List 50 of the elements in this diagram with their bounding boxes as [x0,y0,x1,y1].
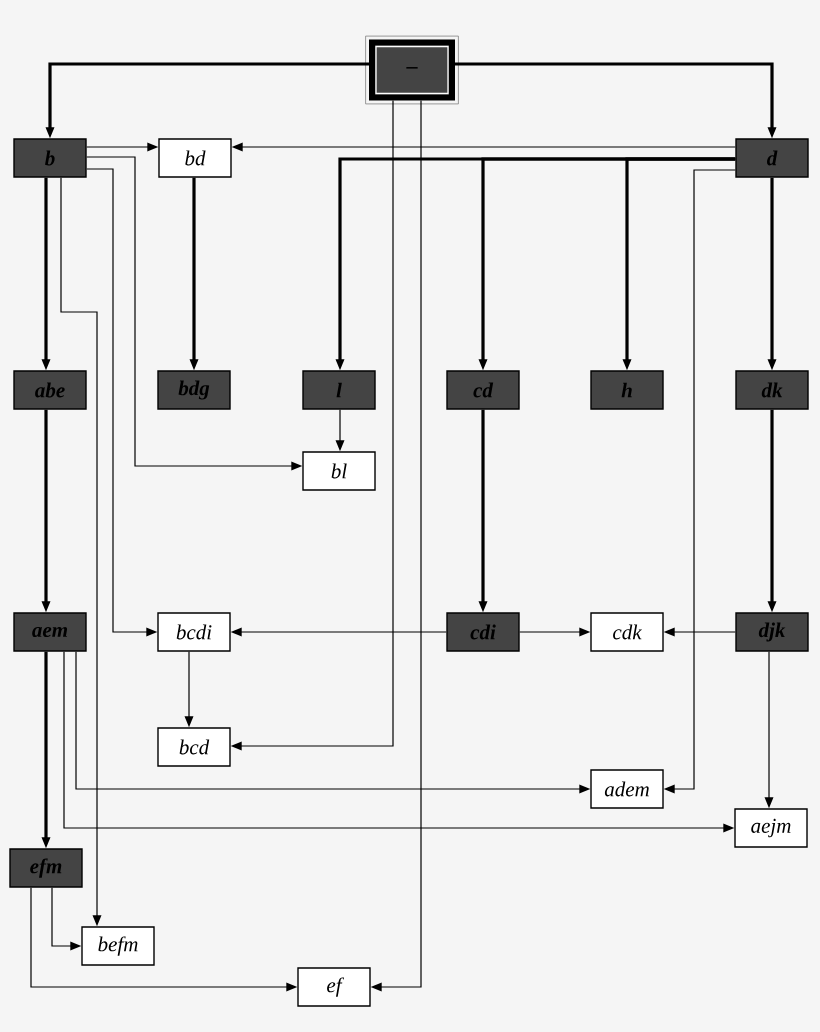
arrow [767,177,777,371]
shaded-box: b [13,138,87,178]
arrow [519,627,591,637]
shaded-box: h [590,370,664,410]
shaded-box: cd [446,370,520,410]
arrow [478,409,488,613]
shaded-box: dk [735,370,809,410]
shaded-box: cdi [446,612,520,652]
text-box: bd [158,138,232,178]
arrow [86,168,158,637]
shaded-box: aem [13,612,87,652]
arrow [455,62,777,139]
text-box: bcd [157,727,231,767]
shaded-box: d [735,138,809,178]
arrow [230,99,394,751]
arrow [63,651,735,833]
arrow [335,409,345,452]
arrow [767,409,777,613]
text-box: ef [297,967,371,1007]
shaded-box: bdg [157,370,231,410]
text-box: cdk [590,612,664,652]
arrow [184,651,194,728]
text-box: bcdi [157,612,231,652]
arrow [86,142,159,152]
arrow [764,651,774,809]
arrow [622,157,736,371]
arrow [663,627,736,637]
text-box: adem [590,769,664,809]
shaded-box: l [302,370,376,410]
arrow [86,156,303,471]
text-box: aejm [734,808,808,848]
arrow [75,651,591,794]
text-box: bl [302,451,376,491]
arrow [60,177,102,927]
shaded-box: djk [735,612,809,652]
arrow [231,142,736,152]
arrow [41,651,51,849]
arrow [41,409,51,613]
arrow [663,169,736,794]
arrow [51,887,82,951]
double-border-box: – [365,35,459,105]
shaded-box: abe [13,370,87,410]
arrow [30,887,298,992]
arrow [189,177,199,371]
arrow [45,62,369,139]
text-box: befm [81,926,155,966]
arrow [41,177,51,371]
arrow [230,627,447,637]
shaded-box: efm [9,848,83,888]
arrow [370,99,422,992]
